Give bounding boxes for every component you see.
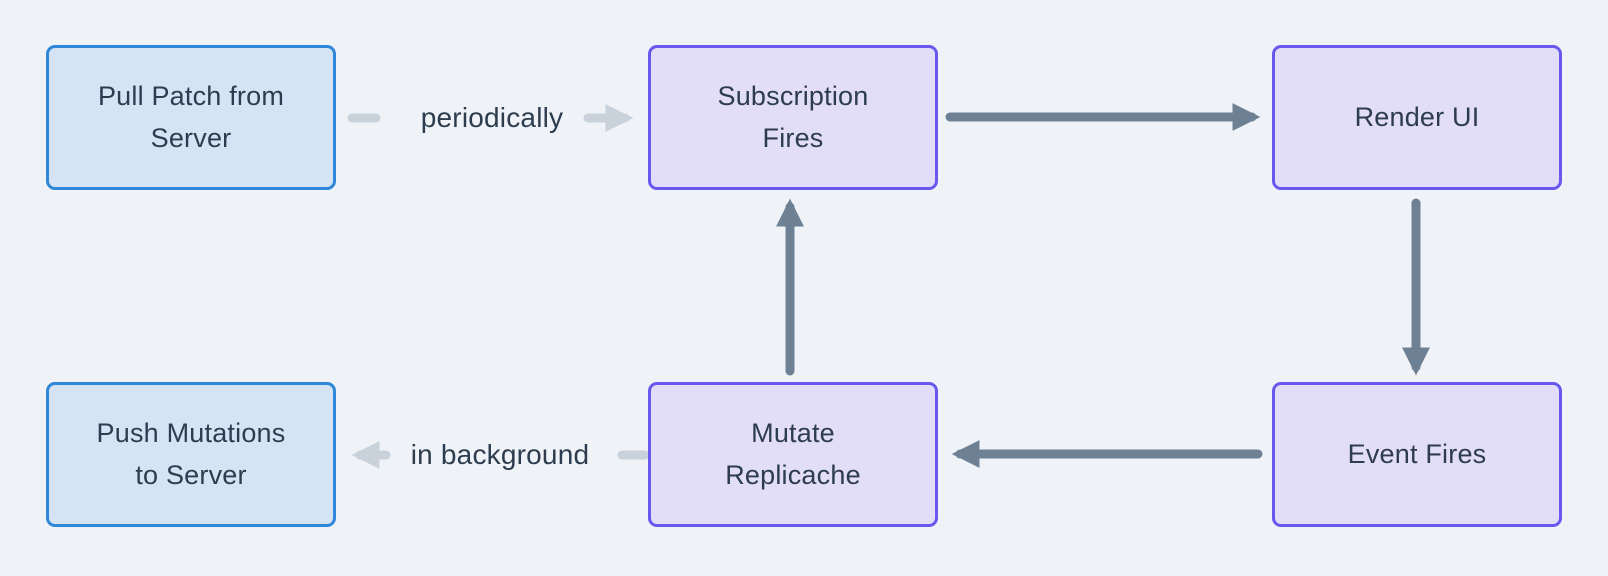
node-label: Replicache xyxy=(725,459,861,490)
node-pull-patch-from-server: Pull Patch from Server xyxy=(46,45,336,190)
node-label: Event Fires xyxy=(1347,438,1487,469)
node-label: Pull Patch from xyxy=(97,80,285,111)
node-push-mutations-to-server: Push Mutations to Server xyxy=(46,382,336,527)
node-label: Server xyxy=(150,122,232,153)
node-subscription-fires: Subscription Fires xyxy=(648,45,938,190)
node-label: to Server xyxy=(135,459,247,490)
node-mutate-replicache: Mutate Replicache xyxy=(648,382,938,527)
node-label: Fires xyxy=(762,122,824,153)
node-render-ui: Render UI xyxy=(1272,45,1562,190)
edge-label-periodically: periodically xyxy=(420,102,564,133)
node-label: Push Mutations xyxy=(96,417,286,448)
node-label: Render UI xyxy=(1354,101,1480,132)
node-label: Subscription xyxy=(717,80,869,111)
edge-label-in-background: in background xyxy=(410,439,590,470)
node-event-fires: Event Fires xyxy=(1272,382,1562,527)
node-label: Mutate xyxy=(751,417,835,448)
